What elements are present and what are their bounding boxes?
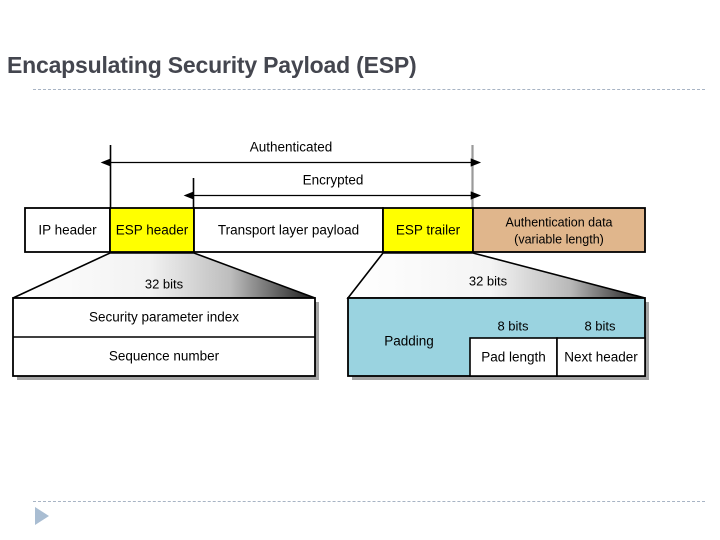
packet-field-transport-payload-label: Transport layer payload — [218, 223, 359, 238]
esp-trailer-field-pad-length-label: Pad length — [481, 350, 546, 365]
packet-field-ip-header-label: IP header — [38, 223, 97, 238]
span-label-authenticated: Authenticated — [250, 140, 333, 155]
packet-field-auth-data-label-line1: Authentication data — [505, 215, 612, 229]
esp-trailer-next-header-bits-label: 8 bits — [584, 318, 616, 333]
packet-field-transport-payload-box — [193, 207, 384, 253]
footer-divider — [33, 501, 705, 502]
triangle-right-icon[interactable] — [35, 507, 49, 525]
esp-trailer-field-padding-label: Padding — [384, 334, 434, 349]
esp-packet-diagram: Authenticated Encrypted IP header ESP he… — [0, 120, 720, 390]
esp-trailer-pad-length-bits-label: 8 bits — [497, 318, 529, 333]
esp-header-field-spi-label: Security parameter index — [89, 310, 239, 325]
esp-trailer-field-next-header-label: Next header — [564, 350, 638, 365]
esp-trailer-width-label: 32 bits — [469, 273, 508, 288]
packet-field-auth-data-box — [472, 207, 646, 253]
page-title: Encapsulating Security Payload (ESP) — [7, 52, 417, 78]
esp-header-width-label: 32 bits — [145, 276, 184, 291]
esp-header-field-seq-label: Sequence number — [109, 349, 220, 364]
packet-field-esp-header-label: ESP header — [116, 223, 189, 238]
span-label-encrypted: Encrypted — [303, 173, 364, 188]
esp-trailer-field-next-header-box — [556, 337, 646, 377]
title-divider — [33, 89, 705, 90]
packet-field-esp-trailer-label: ESP trailer — [396, 223, 461, 238]
packet-field-auth-data-label-line2: (variable length) — [514, 232, 604, 246]
